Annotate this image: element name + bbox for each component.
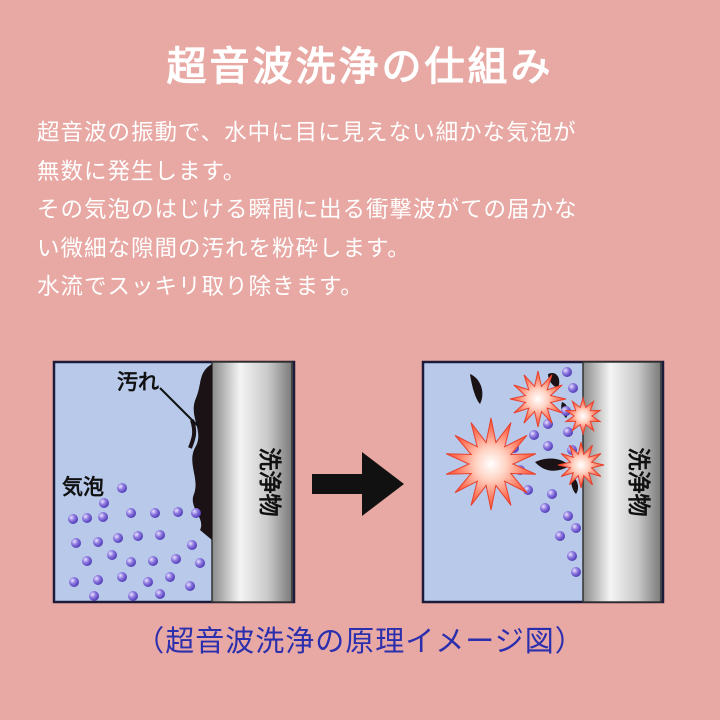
bubble [529,430,539,440]
bubble [543,441,553,451]
bubble [171,554,181,564]
description-line: 無数に発生します。 [37,158,247,185]
dirt-label: 汚れ [117,370,159,394]
object-label: 洗浄物 [625,448,652,517]
bubble [99,498,109,508]
burst-icon [445,417,537,511]
bubble [155,589,165,599]
bubble [126,508,136,518]
bubble [567,551,577,561]
bubble [562,367,572,377]
bubble [93,575,103,585]
bubble [540,503,550,513]
bubble [571,567,581,577]
bubble [555,531,565,541]
description: 超音波の振動で、水中に目に見えない細かな気泡が 無数に発生します。 その気泡のは… [37,114,697,307]
object-block [582,361,662,603]
bubble [165,572,175,582]
description-line: その気泡のはじける瞬間に出る衝撃波がての届かな [37,197,578,223]
dirt-fragment [535,458,570,471]
burst-icon [509,370,567,428]
bubble [68,514,78,524]
bubble [133,531,143,541]
bubble [98,512,108,522]
burst-icon [564,396,602,436]
bubble [563,427,573,437]
bubbles-before [68,483,205,601]
arrow-right-icon [312,452,404,516]
bubble [563,511,573,521]
bubble [69,577,79,587]
bubble [155,530,165,540]
bubble [117,483,127,493]
bubble [143,577,153,587]
bubble [571,523,581,533]
bubble [71,538,81,548]
bubble [547,489,557,499]
dirt-pointer [159,387,199,427]
description-line: 水流でスッキリ取り除きます。 [37,274,364,300]
bubble [568,383,578,393]
bubble [89,591,99,601]
bubble [128,591,138,601]
bubble [82,513,92,523]
bubble [523,485,533,495]
bubble-label: 気泡 [62,475,104,499]
bubble [107,550,117,560]
object-block [211,361,293,603]
bubble [126,557,136,567]
dirt-shape [192,364,212,540]
bubble [187,540,197,550]
bubble [82,556,92,566]
bubble [185,581,195,591]
bubble [191,508,201,518]
bubble [117,572,127,582]
shockwave-bursts [445,370,605,511]
bubble [113,533,123,543]
bubble [148,556,158,566]
page-title: 超音波洗浄の仕組み [166,44,554,90]
before-panel: 汚れ 気泡 洗浄物 [52,360,296,604]
diagram-caption: （超音波洗浄の原理イメージ図） [135,624,585,658]
bubble [93,537,103,547]
bubble [173,507,183,517]
bubble [150,508,160,518]
description-line: い微細な隙間の汚れを粉砕します。 [37,235,411,262]
burst-icon [557,441,605,489]
dirt-fragment [470,374,483,404]
object-label: 洗浄物 [256,448,283,517]
bubble [195,558,205,568]
description-line: 超音波の振動で、水中に目に見えない細かな気泡が [37,120,577,146]
after-panel: 洗浄物 [421,360,665,604]
